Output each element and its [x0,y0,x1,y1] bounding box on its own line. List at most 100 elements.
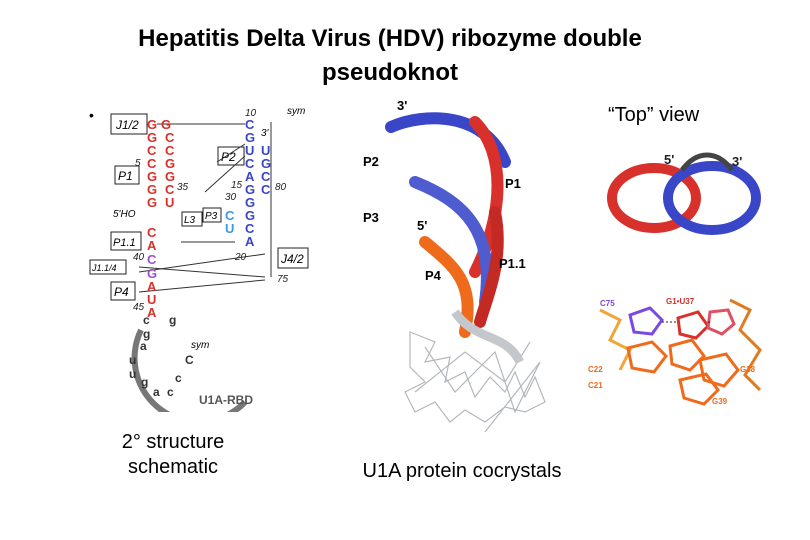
loop-base-11: c [167,385,174,399]
l3-label: L3 [184,215,196,226]
base-l7: G [147,195,157,210]
base-r13: C [261,169,271,184]
base-r9: C [245,221,255,236]
u37-base [706,308,736,336]
base-l2: G [147,130,157,145]
label-p11: P1.1 [499,256,526,271]
base-r12: G [261,156,271,171]
c22-base [626,340,668,374]
backbone-right [729,298,762,392]
num-35: 35 [177,182,189,193]
p3-box [202,207,222,223]
label-c21: C21 [588,381,603,390]
num-80: 80 [275,182,287,193]
label-p3: P3 [363,210,379,225]
label-3prime: 3' [397,98,407,113]
base-r2: G [245,130,255,145]
base-l1: G [147,117,157,132]
schematic-caption: 2° structure schematic [88,430,258,480]
schematic-caption-line-2: schematic [127,456,219,478]
base-l5: G [147,169,157,184]
base-r6: G [245,182,255,197]
base-r3: U [245,143,254,158]
base-r5: A [245,169,255,184]
loop-base-4: g [169,313,176,327]
num-45: 45 [133,302,145,313]
loop-base-7: u [129,367,136,381]
base-r8: G [245,208,255,223]
loop-base-6: u [129,353,136,367]
backbone-left [599,308,633,371]
u1a-rbd-arc [131,328,248,412]
u1a-protein-trace [404,331,546,433]
label-g1u37: G1•U37 [666,297,695,306]
label-g39: G39 [712,397,728,406]
u1a-rbd-label: U1A-RBD [199,393,253,407]
label-p4: P4 [425,268,442,283]
num-75: 75 [277,274,289,285]
p3-label: P3 [205,211,218,222]
base-l4: C [147,156,157,171]
top-view-3prime: 3' [732,154,742,169]
j14-box [89,259,127,275]
base-m5: C [165,182,175,197]
j42-label: J4/2 [280,252,304,266]
base-l13: U [147,292,156,307]
top-view-gray-link [680,152,734,172]
slide-title: Hepatitis Delta Virus (HDV) ribozyme dou… [70,22,710,90]
strand-orange [419,236,474,338]
sym-loop: sym [191,340,209,351]
base-l10: C [147,252,157,267]
title-line-1: Hepatitis Delta Virus (HDV) ribozyme dou… [138,25,642,52]
num-20: 20 [234,252,247,263]
secondary-structure-schematic: • J1/2 P1 P2 L3 P3 P1.1 J1.1/4 J4/2 P4 G… [89,106,309,412]
base-l6: G [147,182,157,197]
p1-label: P1 [118,169,133,183]
bullet: • [89,107,94,123]
p11-label: P1.1 [113,237,136,249]
base-r11: U [261,143,270,158]
base-l9: A [147,238,157,253]
active-site-interaction: C75 G1•U37 C22 C21 G38 G39 [588,297,762,406]
base-r1: C [245,117,255,132]
j12-box [110,113,148,135]
c21-base [668,338,706,372]
g39-base [678,372,720,406]
crystal-structure-3d: 3' P2 P1 P3 5' P4 P1.1 [363,98,546,433]
num-30: 30 [225,192,237,203]
base-r16: U [225,221,234,236]
p11-box [110,231,142,251]
p2-box [217,146,245,166]
top-view-label: “Top” view [608,104,700,126]
label-p1: P1 [505,176,521,191]
loop-base-2: g [143,327,150,341]
p2-label: P2 [221,150,236,164]
label-p2: P2 [363,154,379,169]
loop-base-5: C [185,353,194,367]
base-l3: C [147,143,157,158]
num-5: 5 [135,158,141,169]
three-prime-end: 3' [261,128,270,139]
base-m4: G [165,169,175,184]
label-c75: C75 [600,299,615,308]
base-r10: A [245,234,255,249]
j42-box [277,247,309,269]
g38-base [698,352,740,388]
base-l14: A [147,305,157,320]
base-m3: G [165,156,175,171]
j14-label: J1.1/4 [91,263,117,273]
base-l8: C [147,225,157,240]
protein-helix [451,309,525,365]
base-r4: C [245,156,255,171]
loop-base-10: a [153,385,160,399]
top-view-blue-ring [663,161,761,235]
p4-label: P4 [114,285,129,299]
p4-box [110,281,136,301]
loop-base-8: g [141,375,148,389]
num-10: 10 [245,108,257,119]
cocrystal-caption: U1A protein cocrystals [362,460,562,482]
sym-top: sym [287,106,305,117]
g1-base [676,310,710,340]
loop-base-1: c [143,313,150,327]
num-15: 15 [231,180,243,191]
